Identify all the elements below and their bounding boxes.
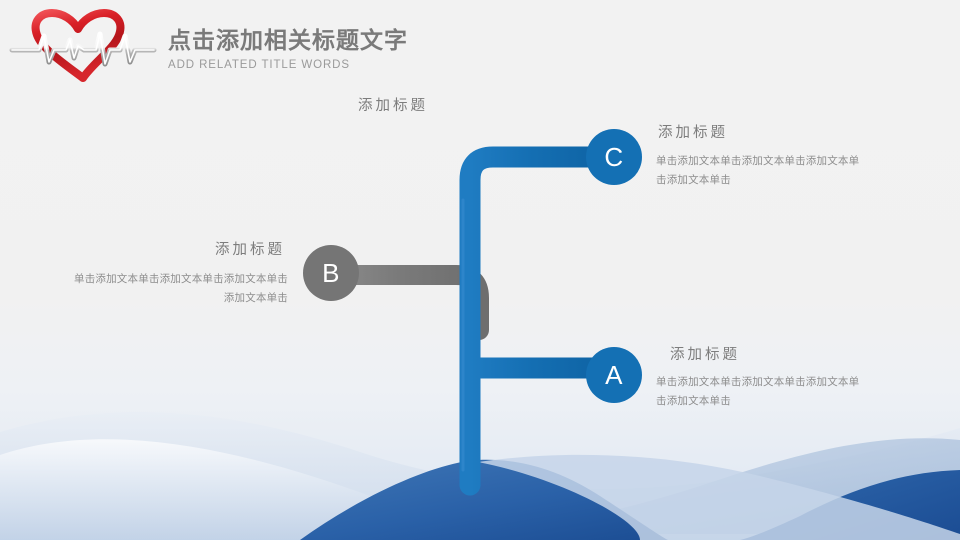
node-b-body: 单击添加文本单击添加文本单击添加文本单击添加文本单击 — [74, 273, 288, 304]
slide-header: 点击添加相关标题文字 ADD RELATED TITLE WORDS — [0, 0, 960, 90]
page-subtitle: ADD RELATED TITLE WORDS — [168, 59, 350, 71]
node-b-marker: B — [322, 257, 340, 288]
node-c-body: 单击添加文本单击添加文本单击添加文本单击添加文本单击 — [656, 155, 860, 186]
node-b-circle[interactable]: B — [303, 245, 359, 301]
page-title: 点击添加相关标题文字 — [168, 27, 408, 53]
gray-trunk — [328, 83, 491, 387]
node-b-title: 添加标题 — [215, 242, 285, 258]
node-a-title: 添加标题 — [670, 347, 740, 363]
node-a-circle[interactable]: A — [586, 347, 642, 403]
node-c-marker: C — [604, 141, 624, 172]
node-a-marker: A — [605, 359, 623, 390]
blue-pipe — [459, 146, 623, 496]
heart-ecg-logo-icon — [9, 9, 157, 82]
trunk-label: 添加标题 — [358, 98, 428, 114]
node-a-body: 单击添加文本单击添加文本单击添加文本单击添加文本单击 — [656, 376, 860, 407]
node-c-title: 添加标题 — [658, 125, 728, 141]
header-title-block: 点击添加相关标题文字 ADD RELATED TITLE WORDS — [168, 26, 408, 73]
node-c-circle[interactable]: C — [586, 129, 642, 185]
